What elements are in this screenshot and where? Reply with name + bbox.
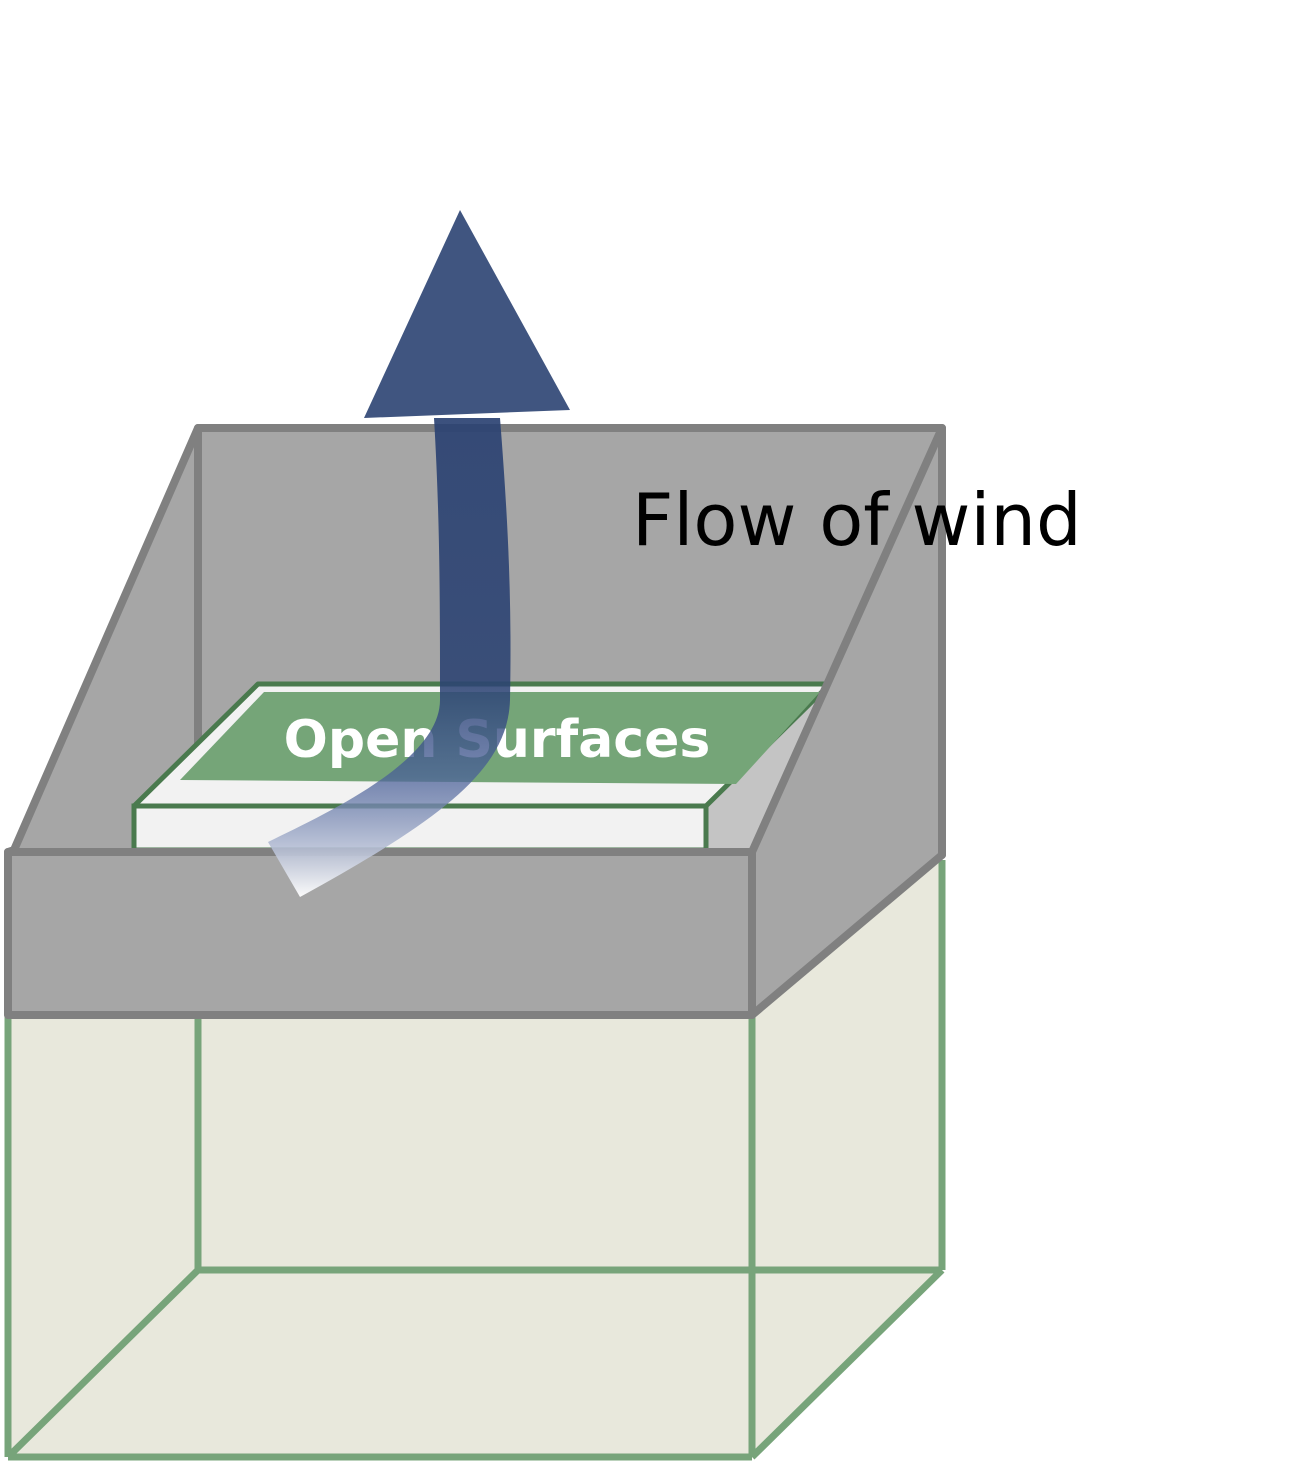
lower-box-front-face [8, 1015, 752, 1457]
lower-box-side-face [752, 860, 942, 1457]
wind-arrow-head [364, 210, 570, 418]
wind-arrow-shaft [268, 418, 511, 897]
lower-box [4, 860, 946, 1461]
flow-of-wind-label: Flow of wind [632, 478, 1082, 562]
wind-arrow [268, 210, 570, 897]
front-wall [4, 848, 756, 1019]
